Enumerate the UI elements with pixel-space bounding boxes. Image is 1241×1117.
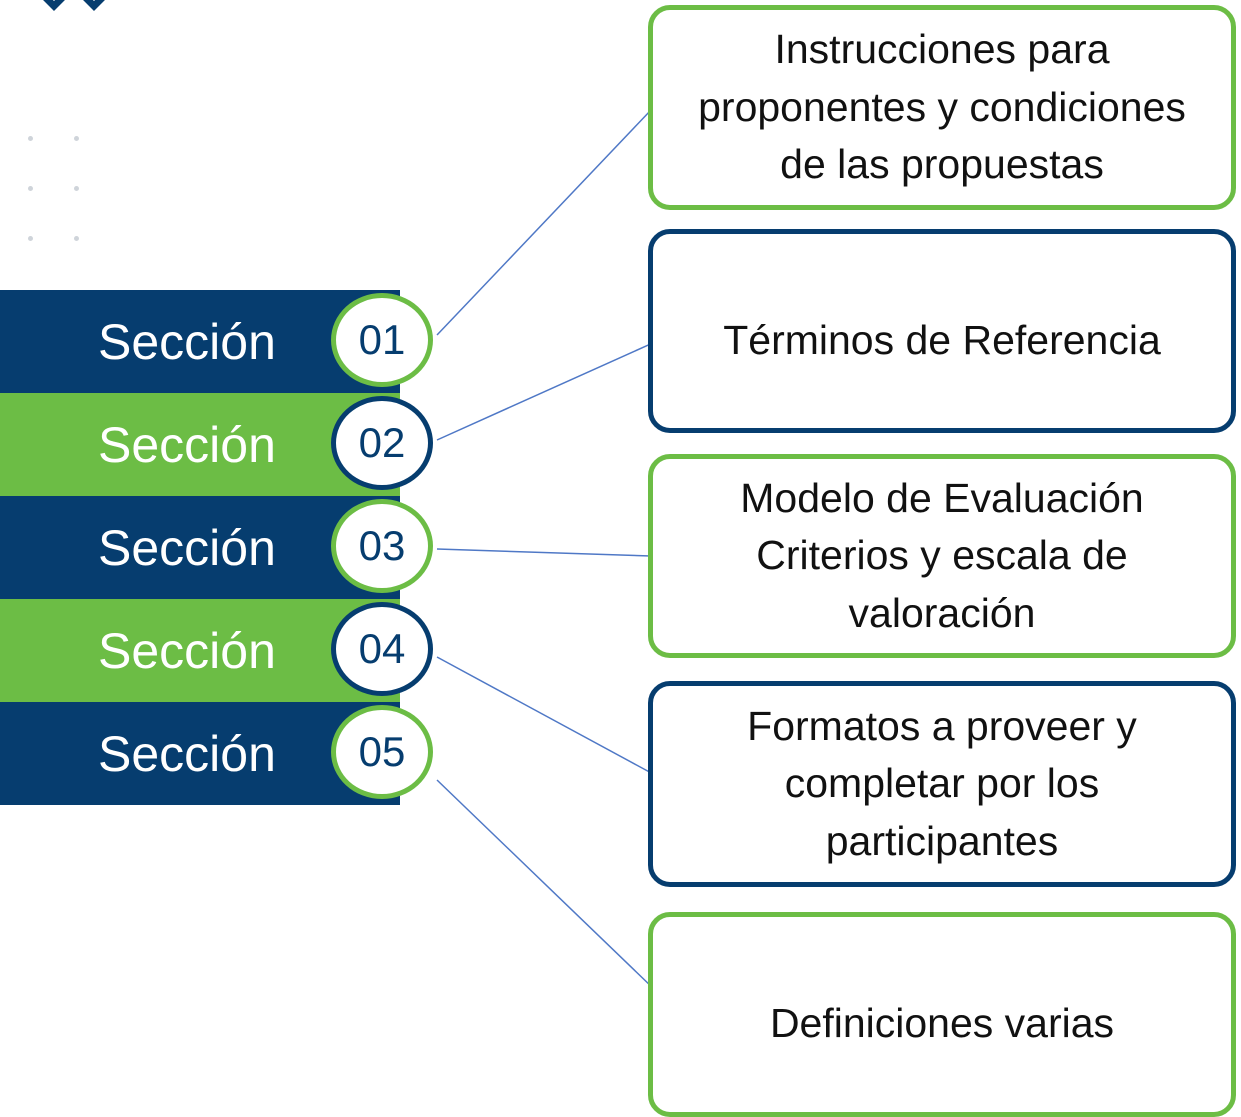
dot	[28, 236, 33, 241]
section-number-05: 05	[331, 705, 433, 799]
description-box-03: Modelo de Evaluación Criterios y escala …	[648, 454, 1236, 658]
description-text: Modelo de Evaluación Criterios y escala …	[740, 470, 1143, 642]
description-box-05: Definiciones varias	[648, 912, 1236, 1117]
description-text: Formatos a proveer y completar por los p…	[747, 698, 1137, 870]
description-text: Términos de Referencia	[723, 312, 1161, 369]
connector-line-01	[436, 109, 652, 336]
connector-line-03	[436, 548, 652, 557]
section-number-04: 04	[331, 602, 433, 696]
section-label: Sección	[98, 519, 276, 576]
section-number-02: 02	[331, 396, 433, 490]
dot	[74, 186, 79, 191]
description-line: Instrucciones para	[774, 26, 1110, 73]
chevron-logo-icon	[43, 0, 105, 11]
section-label: Sección	[98, 725, 276, 782]
description-box-01: Instrucciones para proponentes y condici…	[648, 5, 1236, 210]
section-label: Sección	[98, 622, 276, 679]
description-line: proponentes y condiciones	[698, 83, 1186, 130]
section-bar-01: Sección	[0, 290, 400, 393]
connector-line-02	[436, 341, 656, 441]
description-box-04: Formatos a proveer y completar por los p…	[648, 681, 1236, 887]
section-number-01: 01	[331, 293, 433, 387]
description-line: participantes	[825, 817, 1059, 864]
description-line: Formatos a proveer y	[747, 702, 1137, 749]
description-line: Criterios y escala de	[756, 532, 1128, 579]
description-line: Definiciones varias	[769, 1000, 1115, 1046]
description-line: Modelo de Evaluación	[740, 474, 1144, 521]
connector-line-04	[436, 656, 656, 776]
section-number-03: 03	[331, 499, 433, 593]
description-line: completar por los	[784, 760, 1100, 807]
section-label: Sección	[98, 313, 276, 370]
decorative-dot-grid	[20, 128, 100, 248]
dot	[74, 236, 79, 241]
description-line: Términos de Referencia	[723, 317, 1161, 363]
connector-line-05	[436, 779, 656, 991]
dot	[28, 136, 33, 141]
dot	[74, 136, 79, 141]
dot	[28, 186, 33, 191]
description-box-02: Términos de Referencia	[648, 229, 1236, 433]
description-text: Instrucciones para proponentes y condici…	[698, 21, 1186, 193]
description-line: valoración	[848, 589, 1036, 636]
section-label: Sección	[98, 416, 276, 473]
description-text: Definiciones varias	[770, 995, 1114, 1052]
description-line: de las propuestas	[780, 141, 1104, 188]
